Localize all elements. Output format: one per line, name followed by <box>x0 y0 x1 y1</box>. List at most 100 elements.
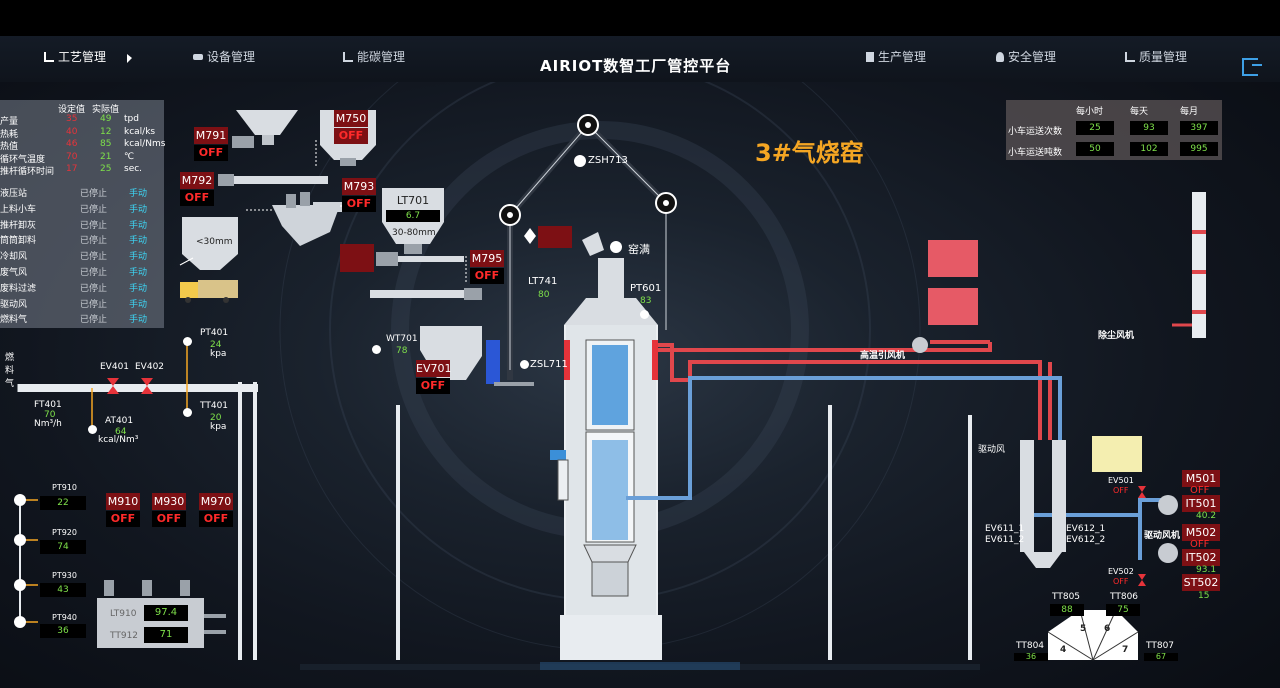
nav-energy-management[interactable]: 能碳管理 <box>343 48 405 65</box>
sensor-dot <box>14 579 26 591</box>
motor-m792[interactable]: M792 <box>180 172 214 189</box>
param-unit: kcal/ks <box>124 126 156 137</box>
nav-quality-management[interactable]: 质量管理 <box>1125 48 1187 65</box>
sensor-dot <box>183 337 192 346</box>
status-name: 废料过滤 <box>0 283 37 294</box>
mode-button[interactable]: 手动 <box>129 236 148 247</box>
status-name: 冷却风 <box>0 252 28 263</box>
param-set-value: 35 <box>66 114 78 124</box>
status-name: 上料小车 <box>0 204 37 215</box>
status-name: 废气风 <box>0 268 28 278</box>
motor-m795-state[interactable]: OFF <box>470 268 504 284</box>
logout-arrow-icon <box>1252 64 1262 66</box>
gauge-5: 5 <box>1080 624 1087 634</box>
motor-m502-state[interactable]: OFF <box>1190 539 1210 550</box>
param-name: 产量 <box>0 117 19 127</box>
ev401-label[interactable]: EV401 <box>100 362 130 372</box>
motor-m910-state[interactable]: OFF <box>106 511 140 527</box>
param-unit: kcal/Nms <box>124 139 166 149</box>
motor-m792-state[interactable]: OFF <box>180 190 214 206</box>
nav-safety-management[interactable]: 安全管理 <box>996 48 1056 65</box>
navigation-bar <box>0 36 1280 82</box>
pt920-value: 74 <box>40 540 86 554</box>
mode-button[interactable]: 手动 <box>129 315 148 326</box>
valve-ev701-state[interactable]: OFF <box>416 378 450 394</box>
motor-m791-state[interactable]: OFF <box>194 145 228 161</box>
param-name: 循环气温度 <box>0 154 46 165</box>
zsh713-label: ZSH713 <box>588 155 628 166</box>
stat-value: 397 <box>1180 121 1218 135</box>
tt805-label: TT805 <box>1052 592 1081 602</box>
status-value: 已停止 <box>80 299 108 310</box>
mode-button[interactable]: 手动 <box>129 283 148 294</box>
mode-button[interactable]: 手动 <box>129 252 148 263</box>
param-set-value: 46 <box>66 139 78 149</box>
status-name: 推杆卸灰 <box>0 220 37 231</box>
size-large-label: 30-80mm <box>392 228 436 238</box>
ev502-label[interactable]: EV502 <box>1108 567 1134 576</box>
drive-fan-label: 驱动风机 <box>1144 531 1181 541</box>
parameter-panel <box>0 100 164 328</box>
mode-button[interactable]: 手动 <box>129 220 148 231</box>
motor-m791[interactable]: M791 <box>194 127 228 144</box>
nav-equipment-management[interactable]: 设备管理 <box>193 48 255 65</box>
gauge-4: 4 <box>1060 645 1067 655</box>
lt741-value: 80 <box>538 290 550 300</box>
sensor-dot <box>14 534 26 546</box>
param-actual-value: 49 <box>100 114 112 124</box>
zsl711-label: ZSL711 <box>530 359 568 370</box>
lt701-value: 6.7 <box>386 210 440 222</box>
motor-m910[interactable]: M910 <box>106 493 140 510</box>
motor-m793-state[interactable]: OFF <box>342 196 376 212</box>
pt401-value: 24 <box>210 340 222 350</box>
stats-col-day: 每天 <box>1130 107 1149 117</box>
motor-m930-state[interactable]: OFF <box>152 511 186 527</box>
wt701-label: WT701 <box>386 334 418 344</box>
motor-m970[interactable]: M970 <box>199 493 233 510</box>
hot-fan-label: 高温引风机 <box>860 351 906 361</box>
motor-m930[interactable]: M930 <box>152 493 186 510</box>
st502-value: 15 <box>1198 591 1210 601</box>
valve-ev701[interactable]: EV701 <box>416 360 452 377</box>
pt601-value: 83 <box>640 296 652 306</box>
logout-icon[interactable] <box>1242 58 1258 76</box>
motor-m502[interactable]: M502 <box>1182 524 1220 541</box>
it502-label: IT502 <box>1182 549 1220 566</box>
motor-m501-state[interactable]: OFF <box>1190 485 1210 496</box>
tt805-value: 88 <box>1050 604 1084 616</box>
mouse-cursor-icon <box>127 54 132 63</box>
motor-m750[interactable]: M750 <box>334 110 368 127</box>
ev501-label[interactable]: EV501 <box>1108 476 1134 485</box>
status-value: 已停止 <box>80 315 108 326</box>
ev502-state[interactable]: OFF <box>1113 577 1129 586</box>
mode-button[interactable]: 手动 <box>129 299 148 310</box>
sensor-dot <box>610 241 622 253</box>
param-set-value: 17 <box>66 164 78 174</box>
pt401-label: PT401 <box>200 328 229 338</box>
pt940-value: 36 <box>40 624 86 638</box>
mode-button[interactable]: 手动 <box>129 204 148 215</box>
at401-value: 64 <box>115 427 127 437</box>
stat-value: 102 <box>1130 142 1168 156</box>
lt910-label: LT910 <box>110 609 137 619</box>
motor-m793[interactable]: M793 <box>342 178 376 195</box>
nav-production-management[interactable]: 生产管理 <box>866 48 926 65</box>
bar-chart-icon <box>343 51 353 62</box>
tt806-label: TT806 <box>1110 592 1139 602</box>
sensor-dot <box>574 155 586 167</box>
motor-m970-state[interactable]: OFF <box>199 511 233 527</box>
tt912-label: TT912 <box>110 631 139 641</box>
mode-button[interactable]: 手动 <box>129 189 148 199</box>
mode-button[interactable]: 手动 <box>129 268 148 278</box>
motor-m750-state[interactable]: OFF <box>334 128 368 144</box>
ev402-label[interactable]: EV402 <box>135 362 165 372</box>
ev501-state[interactable]: OFF <box>1113 486 1129 495</box>
motor-m501[interactable]: M501 <box>1182 470 1220 487</box>
sensor-dot <box>14 616 26 628</box>
param-actual-value: 21 <box>100 151 112 162</box>
status-value: 已停止 <box>80 204 108 215</box>
ft401-value: 70 <box>44 410 56 420</box>
motor-m795[interactable]: M795 <box>470 250 504 267</box>
nav-process-management[interactable]: 工艺管理 <box>44 48 106 65</box>
